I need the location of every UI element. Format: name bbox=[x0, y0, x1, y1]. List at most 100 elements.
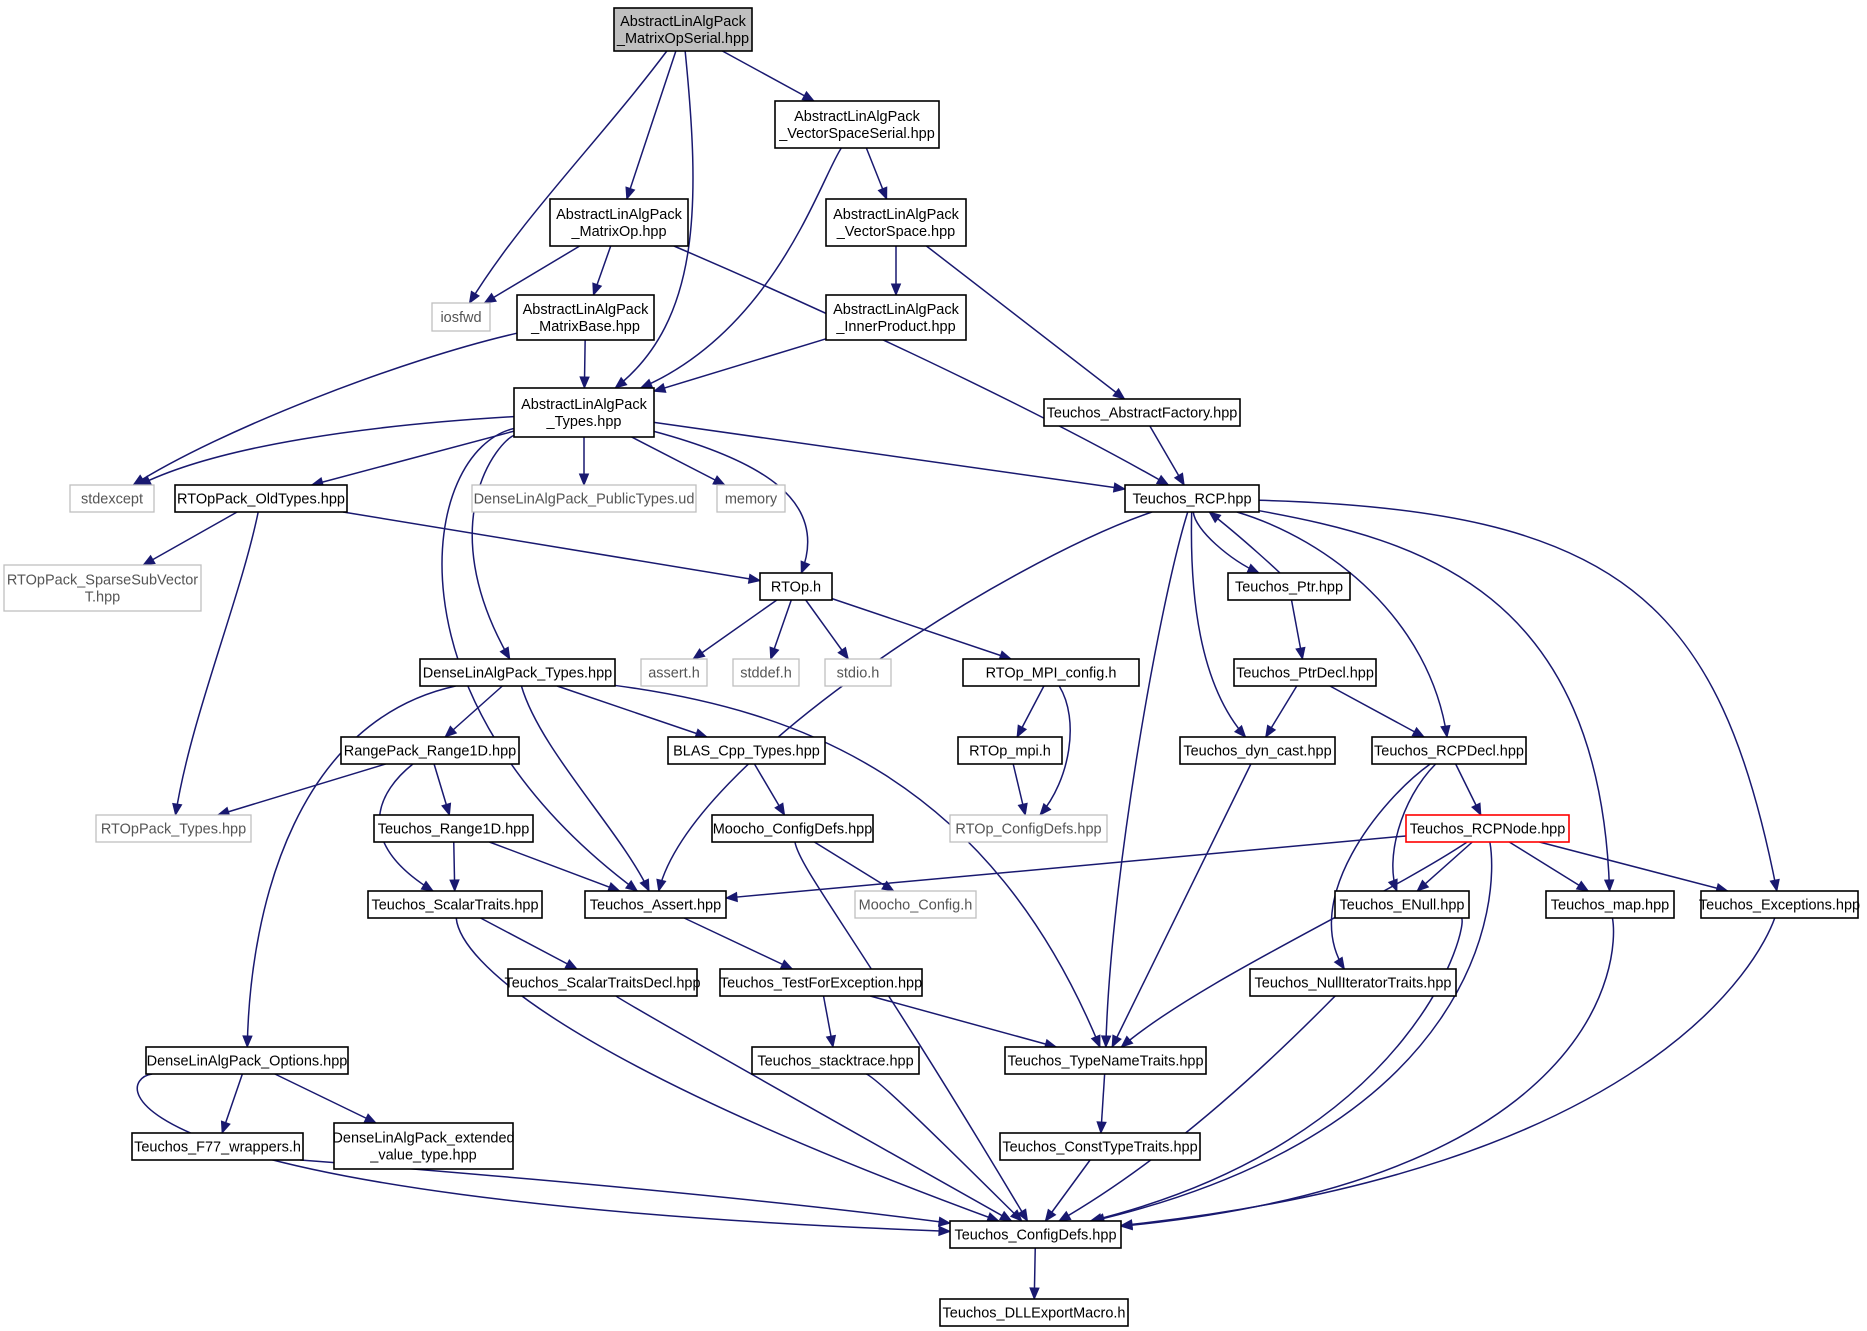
node-label: BLAS_Cpp_Types.hpp bbox=[673, 744, 820, 760]
node-nulliter[interactable]: Teuchos_NullIteratorTraits.hpp bbox=[1249, 968, 1457, 997]
edge-f77-to-tcfg bbox=[299, 1159, 951, 1224]
node-box bbox=[95, 814, 252, 843]
edge-ptr-to-rcp bbox=[1208, 511, 1281, 574]
edge-rcpnode-to-tassert bbox=[725, 835, 1407, 899]
node-f77[interactable]: Teuchos_F77_wrappers.h bbox=[131, 1132, 304, 1161]
arrowhead-rtoph-to-stdio bbox=[837, 646, 850, 661]
node-asserth[interactable]: assert.h bbox=[640, 658, 708, 687]
node-stack[interactable]: Teuchos_stacktrace.hpp bbox=[751, 1046, 920, 1075]
arrowhead-range1d-to-trange1d bbox=[441, 802, 452, 817]
node-inner[interactable]: AbstractLinAlgPack_InnerProduct.hpp bbox=[825, 294, 967, 341]
node-box bbox=[999, 1132, 1201, 1161]
node-label: memory bbox=[725, 492, 778, 508]
edge-matbase-to-stdexcept bbox=[132, 332, 518, 486]
node-dll[interactable]: Teuchos_DLLExportMacro.h bbox=[939, 1298, 1129, 1327]
node-dlapub[interactable]: DenseLinAlgPack_PublicTypes.ud bbox=[471, 484, 697, 513]
node-label: Teuchos_Range1D.hpp bbox=[378, 822, 530, 838]
edge-types-to-oldtypes bbox=[311, 430, 515, 486]
node-label: RTOp.h bbox=[771, 580, 821, 596]
node-rtopcfg[interactable]: RTOp_ConfigDefs.hpp bbox=[949, 814, 1108, 843]
node-box bbox=[3, 564, 202, 612]
node-rcpdecl[interactable]: Teuchos_RCPDecl.hpp bbox=[1371, 736, 1527, 765]
arrowhead-rcpnode-to-typename bbox=[1120, 1035, 1134, 1048]
node-tcfg[interactable]: Teuchos_ConfigDefs.hpp bbox=[949, 1220, 1122, 1249]
node-stdexcept[interactable]: stdexcept bbox=[69, 484, 155, 513]
node-ptrdecl[interactable]: Teuchos_PtrDecl.hpp bbox=[1233, 658, 1377, 687]
node-scalardecl[interactable]: Teuchos_ScalarTraitsDecl.hpp bbox=[504, 968, 701, 997]
arrowhead-moochocfg-to-tcfg bbox=[1017, 1208, 1029, 1223]
node-rtoph[interactable]: RTOp.h bbox=[759, 572, 833, 601]
arrowhead-dlaopts-to-extval bbox=[363, 1113, 378, 1124]
node-ptr[interactable]: Teuchos_Ptr.hpp bbox=[1227, 572, 1351, 601]
node-oldtypes[interactable]: RTOpPack_OldTypes.hpp bbox=[174, 484, 348, 513]
arrowhead-ptr-to-rcp bbox=[1208, 511, 1222, 524]
edge-dlatypes-to-range1d bbox=[444, 685, 503, 738]
node-label: Teuchos_NullIteratorTraits.hpp bbox=[1255, 976, 1452, 992]
node-moochocfg[interactable]: Moocho_ConfigDefs.hpp bbox=[711, 814, 874, 843]
node-label: AbstractLinAlgPack bbox=[833, 207, 959, 223]
node-dlatypes[interactable]: DenseLinAlgPack_Types.hpp bbox=[419, 658, 616, 687]
node-box bbox=[949, 814, 1108, 843]
node-rtopmpi[interactable]: RTOp_mpi.h bbox=[957, 736, 1063, 765]
node-memory[interactable]: memory bbox=[716, 484, 786, 513]
edge-dlatypes-to-tassert bbox=[520, 685, 650, 892]
node-label: DenseLinAlgPack_PublicTypes.ud bbox=[474, 492, 695, 508]
node-label: Teuchos_dyn_cast.hpp bbox=[1183, 744, 1331, 760]
node-dlaopts[interactable]: DenseLinAlgPack_Options.hpp bbox=[145, 1046, 349, 1075]
node-label: Teuchos_TestForException.hpp bbox=[720, 976, 922, 992]
edge-rcpdecl-to-nulliter bbox=[1330, 763, 1431, 970]
node-label: RangePack_Range1D.hpp bbox=[344, 744, 517, 760]
arrowhead-dlatypes-to-range1d bbox=[444, 725, 458, 738]
edge-root-to-matop bbox=[626, 50, 677, 200]
node-box bbox=[825, 198, 967, 247]
arrowhead-root-to-iosfwd bbox=[468, 290, 480, 305]
node-tmap[interactable]: Teuchos_map.hpp bbox=[1545, 890, 1675, 919]
node-texc[interactable]: Teuchos_Exceptions.hpp bbox=[1699, 890, 1860, 919]
node-typename[interactable]: Teuchos_TypeNameTraits.hpp bbox=[1004, 1046, 1207, 1075]
node-label: RTOpPack_OldTypes.hpp bbox=[177, 492, 345, 508]
edge-rtoph-to-asserth bbox=[692, 599, 778, 660]
edge-root-to-iosfwd bbox=[468, 50, 668, 304]
node-stdio[interactable]: stdio.h bbox=[824, 658, 892, 687]
node-vss[interactable]: AbstractLinAlgPack_VectorSpaceSerial.hpp bbox=[774, 100, 940, 149]
node-types[interactable]: AbstractLinAlgPack_Types.hpp bbox=[513, 387, 655, 438]
edge-rcpnode-to-enull bbox=[1416, 841, 1473, 892]
edge-tassert-to-testexc bbox=[683, 917, 793, 970]
node-vs[interactable]: AbstractLinAlgPack_VectorSpace.hpp bbox=[825, 198, 967, 247]
node-box bbox=[471, 484, 697, 513]
node-testexc[interactable]: Teuchos_TestForException.hpp bbox=[719, 968, 923, 997]
node-dyncast[interactable]: Teuchos_dyn_cast.hpp bbox=[1179, 736, 1336, 765]
node-box bbox=[1334, 890, 1470, 919]
node-absfac[interactable]: Teuchos_AbstractFactory.hpp bbox=[1043, 398, 1241, 427]
node-blas[interactable]: BLAS_Cpp_Types.hpp bbox=[667, 736, 826, 765]
node-scalar[interactable]: Teuchos_ScalarTraits.hpp bbox=[367, 890, 543, 919]
node-stddef[interactable]: stddef.h bbox=[732, 658, 800, 687]
node-consttype[interactable]: Teuchos_ConstTypeTraits.hpp bbox=[999, 1132, 1201, 1161]
node-extval[interactable]: DenseLinAlgPack_extended_value_type.hpp bbox=[332, 1122, 515, 1170]
node-tassert[interactable]: Teuchos_Assert.hpp bbox=[584, 890, 727, 919]
node-moochoh[interactable]: Moocho_Config.h bbox=[854, 890, 977, 919]
node-box bbox=[1700, 890, 1859, 919]
arrowhead-root-to-matop bbox=[625, 186, 636, 201]
node-root[interactable]: AbstractLinAlgPack_MatrixOpSerial.hpp bbox=[613, 7, 753, 52]
node-mpiconfig[interactable]: RTOp_MPI_config.h bbox=[962, 658, 1140, 687]
arrowhead-range1d-to-scalar bbox=[420, 880, 435, 892]
edge-enull-to-tcfg bbox=[1090, 917, 1463, 1222]
node-enull[interactable]: Teuchos_ENull.hpp bbox=[1334, 890, 1470, 919]
node-rtoptypes[interactable]: RTOpPack_Types.hpp bbox=[95, 814, 252, 843]
node-iosfwd[interactable]: iosfwd bbox=[431, 302, 491, 332]
arrowhead-testexc-to-stack bbox=[825, 1034, 837, 1049]
edge-dlatypes-to-blas bbox=[556, 685, 708, 738]
node-trange1d[interactable]: Teuchos_Range1D.hpp bbox=[373, 814, 534, 843]
arrowhead-blas-to-moochocfg bbox=[774, 802, 786, 817]
node-layer: AbstractLinAlgPack_MatrixOpSerial.hppAbs… bbox=[3, 7, 1860, 1327]
node-matbase[interactable]: AbstractLinAlgPack_MatrixBase.hpp bbox=[516, 294, 655, 341]
node-rcp[interactable]: Teuchos_RCP.hpp bbox=[1124, 484, 1260, 513]
node-label: Teuchos_AbstractFactory.hpp bbox=[1047, 406, 1238, 422]
node-range1d[interactable]: RangePack_Range1D.hpp bbox=[340, 736, 520, 765]
arrowhead-types-to-dlapub bbox=[578, 473, 590, 487]
node-rcpnode[interactable]: Teuchos_RCPNode.hpp bbox=[1405, 814, 1570, 843]
node-box bbox=[1405, 814, 1570, 843]
node-matop[interactable]: AbstractLinAlgPack_MatrixOp.hpp bbox=[549, 198, 689, 247]
